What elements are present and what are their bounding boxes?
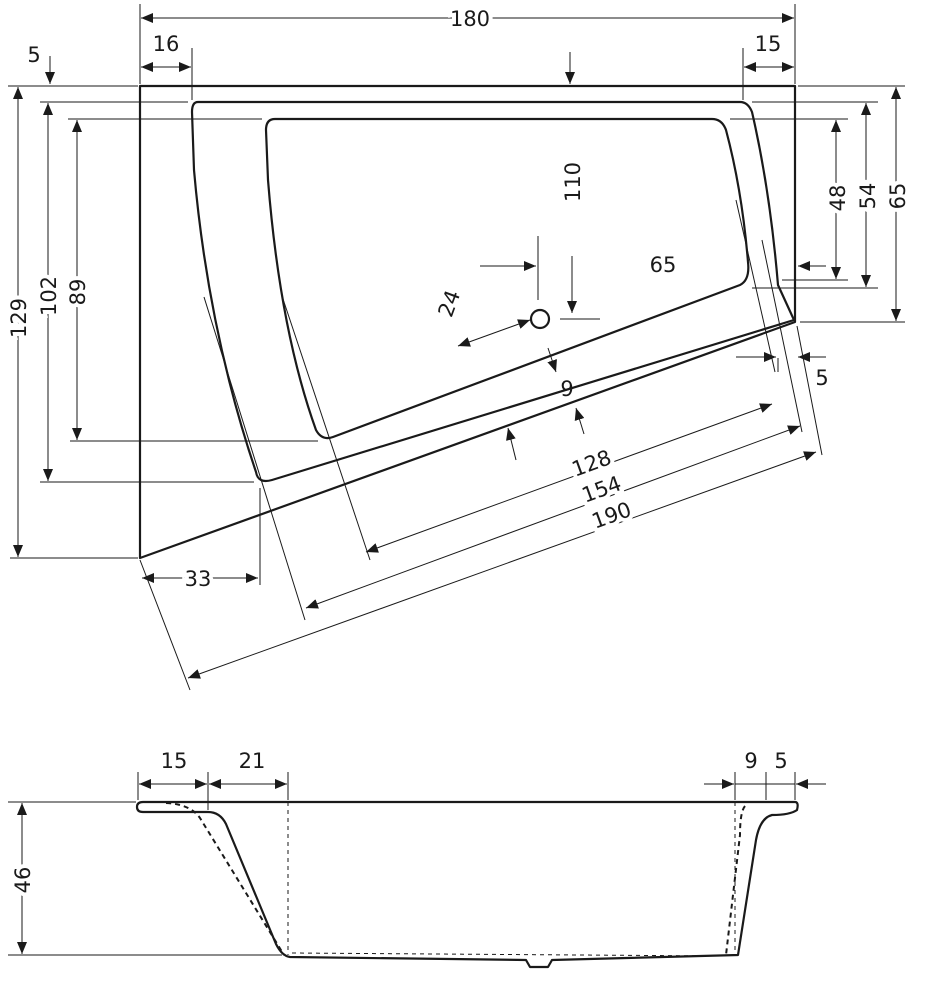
plan-view: 180 16 15 5 129 102 89 48 54 65 110 65 2… <box>3 3 914 691</box>
slope-line-right-a <box>735 199 776 373</box>
label-left-bottom-offset: 33 <box>185 567 212 591</box>
section-view: 15 21 9 5 46 <box>7 749 826 969</box>
label-depth-center: 110 <box>561 162 585 202</box>
dim-floor-diagonal <box>365 403 773 553</box>
label-right-offset: 5 <box>815 366 828 390</box>
dim-drain-offset <box>457 319 531 347</box>
label-section-height: 46 <box>11 867 35 894</box>
label-floor-left-height: 89 <box>66 279 90 306</box>
dim-overall-diagonal <box>187 451 817 679</box>
label-left-rim: 16 <box>153 32 180 56</box>
label-drain-offset: 24 <box>434 287 466 320</box>
dim-front-rim-arrow <box>506 427 517 461</box>
label-inner-right-height: 54 <box>856 183 880 210</box>
label-front-rim: 9 <box>560 377 573 401</box>
label-floor-right-height: 48 <box>826 185 850 212</box>
label-overall-left-height: 129 <box>7 298 31 338</box>
section-shell-outline <box>135 800 799 969</box>
dim-front-rim-top <box>547 347 557 373</box>
slope-line-left <box>203 296 306 621</box>
label-section-left-rim: 15 <box>161 749 188 773</box>
label-overall-width: 180 <box>450 7 490 31</box>
label-overall-right-height: 65 <box>886 183 910 210</box>
section-inner-profile-right <box>725 805 746 956</box>
basin-floor-outline <box>264 117 750 440</box>
outer-rim-outline <box>138 84 797 560</box>
label-inner-left-height: 102 <box>37 276 61 316</box>
label-section-left-slope: 21 <box>239 749 266 773</box>
label-depth-side: 65 <box>650 253 677 277</box>
section-floor-dashed <box>291 952 725 957</box>
label-right-rim: 15 <box>755 32 782 56</box>
dim-inner-diagonal <box>305 425 801 609</box>
drain-circle <box>529 308 551 330</box>
label-section-right-rim: 5 <box>774 749 787 773</box>
extension-lines <box>8 4 905 691</box>
section-hidden-lines <box>287 802 736 955</box>
slope-line-right-b <box>761 239 803 433</box>
label-top-rim: 5 <box>27 43 40 67</box>
label-section-right-slope: 9 <box>744 749 757 773</box>
dim-front-rim-bottom <box>574 407 585 435</box>
section-extension-lines <box>8 772 796 956</box>
section-inner-profile-left <box>165 802 285 956</box>
